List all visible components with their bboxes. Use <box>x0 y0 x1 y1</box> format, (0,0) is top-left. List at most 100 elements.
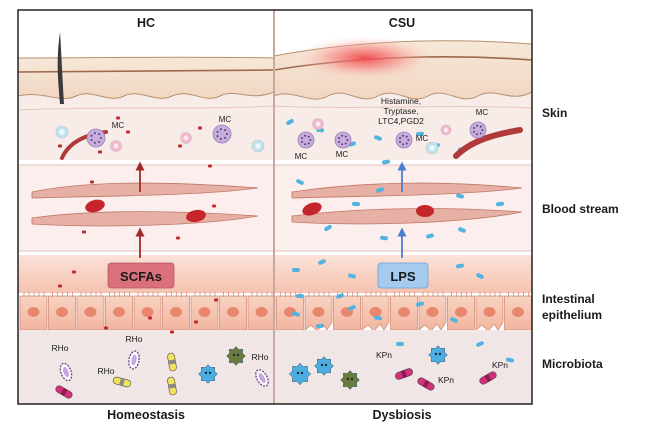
mast-cell-icon <box>212 124 232 144</box>
scfa-particle <box>194 320 198 324</box>
lps-particle <box>348 305 356 311</box>
lps-particle <box>374 315 382 321</box>
lps-particle <box>296 179 304 185</box>
epithelial-cell <box>19 292 48 331</box>
lps-box: LPS <box>377 262 429 289</box>
lps-particle <box>450 317 458 323</box>
epithelial-cell <box>105 292 133 331</box>
spiky-bacterium-icon <box>226 346 246 366</box>
lps-particle <box>316 323 324 329</box>
lps-particle <box>416 301 424 307</box>
epithelial-cell <box>475 292 504 332</box>
spiky-bacterium-icon <box>340 370 360 390</box>
lps-particle <box>352 201 360 207</box>
lps-particle <box>374 135 382 141</box>
lps-label: LPS <box>390 269 416 284</box>
mediator-line-3: LTC4,PGD2 <box>378 116 424 126</box>
scfa-particle <box>116 116 120 120</box>
immune-cell-icon <box>55 125 69 139</box>
immune-cell-icon <box>251 139 265 153</box>
scfa-particle <box>208 164 212 168</box>
spiky-bacterium-icon <box>314 356 334 376</box>
header-left: HC <box>137 16 155 30</box>
vessel-right <box>291 182 523 225</box>
lps-particle <box>476 273 484 279</box>
epithelial-cell <box>390 292 418 331</box>
kpn-bacterium-icon <box>417 377 435 391</box>
rho-label: RHo <box>97 366 114 376</box>
immune-cell-icon <box>110 140 122 152</box>
skin-region <box>17 32 533 160</box>
scfa-box: SCFAs <box>107 262 175 289</box>
scfa-particle <box>212 204 216 208</box>
lps-particle <box>380 235 388 241</box>
epithelial-cell <box>48 292 76 331</box>
mast-cell-label: MC <box>476 108 489 117</box>
lps-particle <box>376 187 384 193</box>
lps-particle <box>318 259 326 265</box>
mast-cell-label: MC <box>416 134 429 143</box>
rho-label: RHo <box>125 334 142 344</box>
layer-label-epithelium-2: epithelium <box>542 308 602 322</box>
epithelial-cell <box>504 292 532 331</box>
lps-particle <box>348 273 356 279</box>
kpn-label: KPn <box>438 375 454 385</box>
epithelial-cell <box>418 292 447 332</box>
lps-particle <box>324 225 332 231</box>
scfa-particle <box>214 298 218 302</box>
scfa-particle <box>82 230 86 234</box>
mast-cell-label: MC <box>295 152 308 161</box>
spiky-bacterium-icon <box>198 364 218 384</box>
scfa-particle <box>126 130 130 134</box>
scfa-particle <box>90 180 94 184</box>
mast-cell-icon <box>395 131 413 149</box>
rho-bacterium-icon <box>255 369 269 387</box>
lps-particle <box>292 311 300 317</box>
lps-particle <box>292 267 300 273</box>
scfa-particle <box>176 236 180 240</box>
rho-bacterium-icon <box>128 350 140 370</box>
mediator-line-1: Histamine, <box>381 96 421 106</box>
epithelial-cell <box>447 292 475 331</box>
lps-particle <box>396 342 404 346</box>
red-blood-cell <box>416 205 434 217</box>
lps-particle <box>286 119 294 126</box>
lps-particle <box>506 357 514 363</box>
kpn-bacterium-icon <box>395 368 413 380</box>
scfa-label: SCFAs <box>120 269 162 284</box>
layer-label-microbiota: Microbiota <box>542 357 603 371</box>
rod-bacterium-icon <box>167 352 177 372</box>
lps-particle <box>296 293 304 299</box>
intestinal-epithelium-cells <box>19 292 532 332</box>
lps-particle <box>456 263 464 269</box>
rho-label: RHo <box>51 343 68 353</box>
spiky-bacterium-icon <box>428 345 448 365</box>
immune-cell-icon <box>440 124 452 136</box>
mast-cell-icon <box>297 131 315 149</box>
mast-cell-icon <box>334 131 352 149</box>
layer-label-blood: Blood stream <box>542 202 619 216</box>
spiky-bacterium-icon <box>288 362 312 386</box>
scfa-particle <box>58 284 62 288</box>
lps-particle <box>476 341 484 347</box>
epithelial-cell <box>76 292 105 331</box>
scfa-particle <box>104 326 108 330</box>
layer-label-epithelium-1: Intestinal <box>542 292 595 306</box>
scfa-particle <box>178 144 182 148</box>
rod-bacterium-icon <box>112 376 132 388</box>
scfa-particle <box>58 144 62 148</box>
scfa-particle <box>98 150 102 154</box>
immune-cell-icon <box>312 118 324 130</box>
hair-icon <box>57 32 64 104</box>
mast-cell-label: MC <box>112 121 125 130</box>
layer-label-skin: Skin <box>542 106 567 120</box>
scfa-particle <box>148 316 152 320</box>
rod-bacterium-icon <box>55 385 73 399</box>
epithelial-cell <box>247 292 276 331</box>
mast-cell-icon <box>86 128 106 148</box>
rho-label: RHo <box>251 352 268 362</box>
inflammation-glow <box>295 36 435 80</box>
scfa-particle <box>170 330 174 334</box>
